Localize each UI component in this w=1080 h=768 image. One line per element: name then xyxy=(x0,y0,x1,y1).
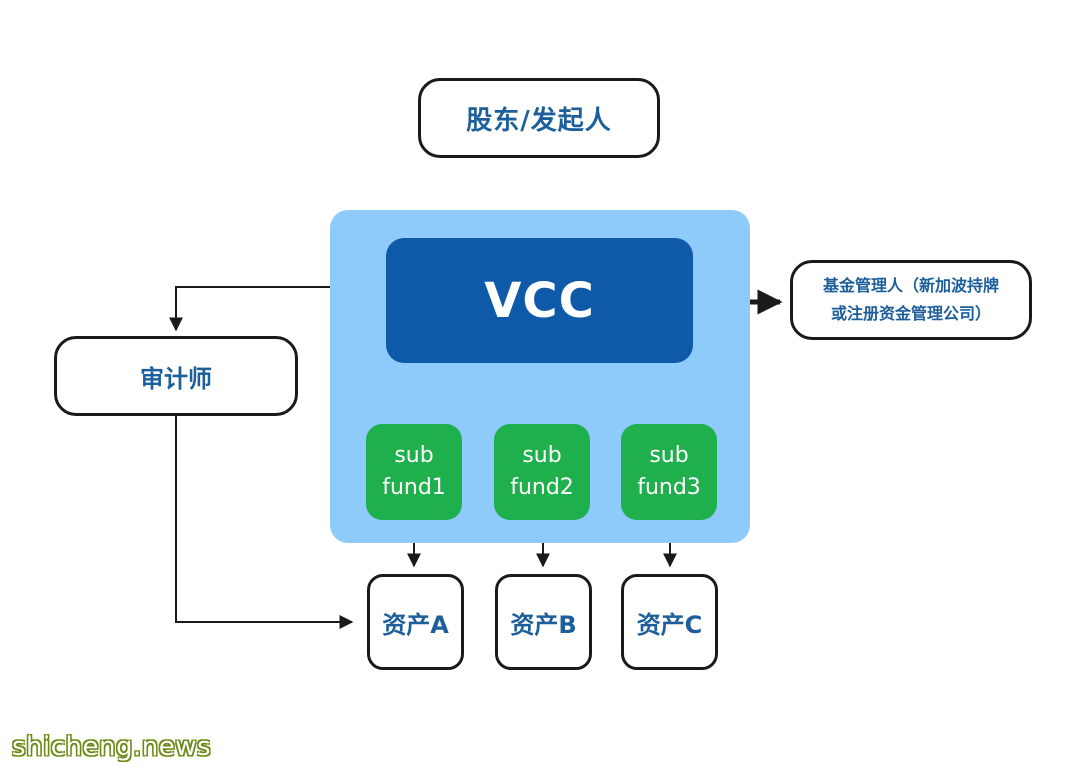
fund-manager-label-line2: 或注册资金管理公司） xyxy=(830,304,991,323)
asset-label: 资产B xyxy=(510,610,577,639)
asset-label: 资产C xyxy=(636,610,703,639)
asset-node-a: 资产A xyxy=(367,574,464,670)
fund-manager-label-line1: 基金管理人（新加波持牌 xyxy=(822,276,999,295)
watermark: shicheng.news xyxy=(12,732,212,762)
subfund-node-2: sub fund2 xyxy=(494,424,590,520)
subfund-label-line1: sub xyxy=(649,443,689,468)
fund-manager-node: 基金管理人（新加波持牌 或注册资金管理公司） xyxy=(790,260,1032,340)
vcc-node: VCC xyxy=(386,238,693,363)
asset-node-c: 资产C xyxy=(621,574,718,670)
subfund-node-1: sub fund1 xyxy=(366,424,462,520)
shareholder-label: 股东/发起人 xyxy=(466,105,612,136)
vcc-label: VCC xyxy=(484,272,595,329)
shareholder-node: 股东/发起人 xyxy=(418,78,660,158)
vcc-to-auditor-arrow xyxy=(169,286,386,332)
subfund-label-line2: fund3 xyxy=(637,475,701,500)
subfund-label-line1: sub xyxy=(522,443,562,468)
asset-label: 资产A xyxy=(382,610,449,639)
subfund-label-line2: fund2 xyxy=(510,475,574,500)
auditor-to-asset-a-arrow xyxy=(175,416,354,629)
auditor-node: 审计师 xyxy=(54,336,298,416)
subfund-node-3: sub fund3 xyxy=(621,424,717,520)
auditor-label: 审计师 xyxy=(140,364,212,393)
subfund-label-line2: fund1 xyxy=(382,475,446,500)
asset-node-b: 资产B xyxy=(495,574,592,670)
subfund-label-line1: sub xyxy=(394,443,434,468)
